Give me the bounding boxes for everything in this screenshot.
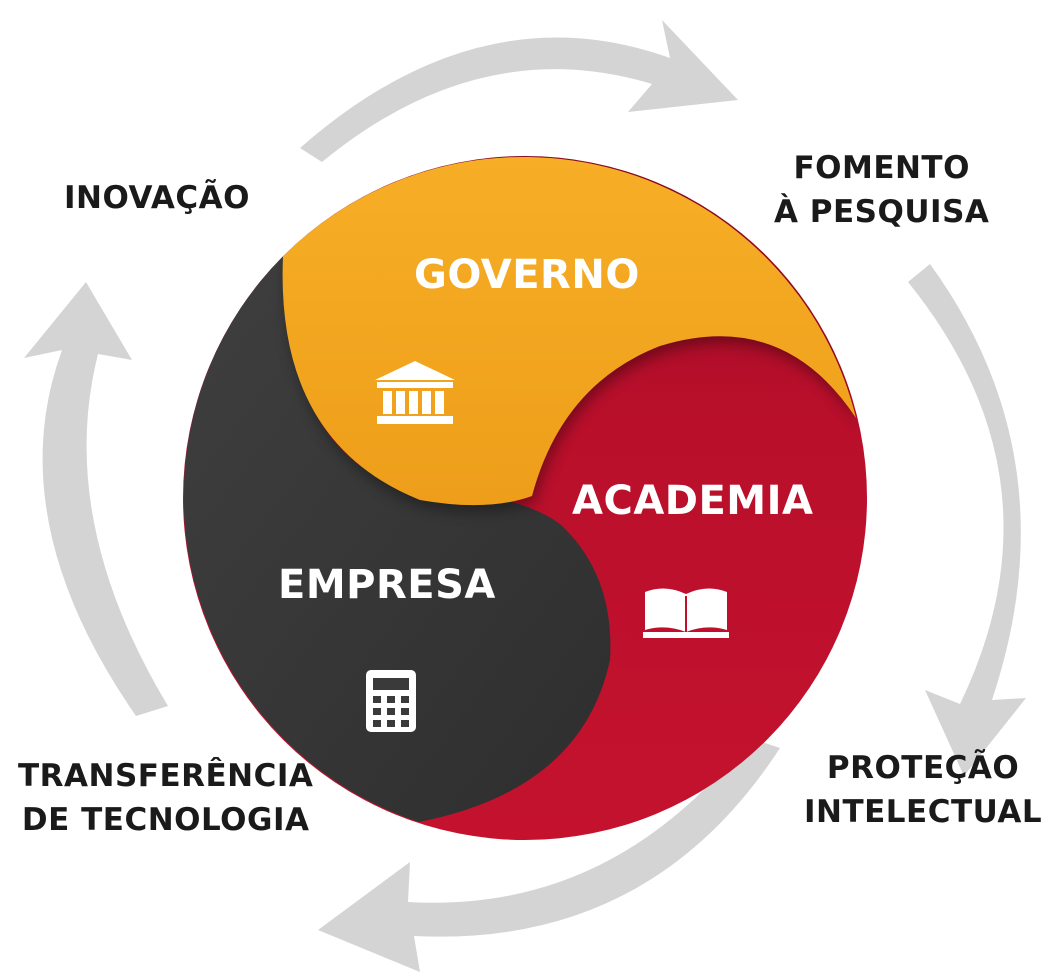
label-protecao-line1: PROTEÇÃO: [826, 750, 1020, 786]
cycle-arrows: [24, 20, 1026, 972]
open-book-icon: [643, 588, 729, 638]
arrow-left: [24, 282, 168, 716]
label-transferencia-line1: TRANSFERÊNCIA: [18, 758, 314, 794]
empresa-sector: [183, 256, 611, 822]
arrow-right: [908, 264, 1026, 776]
helix-disc: [183, 156, 867, 840]
label-protecao-intelectual: PROTEÇÃO INTELECTUAL: [804, 746, 1042, 834]
sector-label-governo: GOVERNO: [414, 252, 640, 298]
government-building-icon: [375, 361, 455, 424]
label-fomento-line2: À PESQUISA: [774, 194, 990, 230]
label-transferencia-line2: DE TECNOLOGIA: [21, 802, 310, 838]
label-inovacao-text: INOVAÇÃO: [64, 180, 250, 216]
label-inovacao: INOVAÇÃO: [64, 176, 250, 220]
sector-label-empresa: EMPRESA: [278, 562, 496, 608]
arrow-top: [300, 20, 738, 162]
sector-label-academia: ACADEMIA: [572, 478, 814, 524]
label-protecao-line2: INTELECTUAL: [804, 794, 1043, 830]
arrow-bottom: [318, 738, 780, 972]
label-transferencia-de-tecnologia: TRANSFERÊNCIA DE TECNOLOGIA: [18, 754, 313, 842]
label-fomento-a-pesquisa: FOMENTO À PESQUISA: [774, 146, 989, 234]
calculator-icon: [366, 670, 416, 732]
label-fomento-line1: FOMENTO: [793, 150, 970, 186]
